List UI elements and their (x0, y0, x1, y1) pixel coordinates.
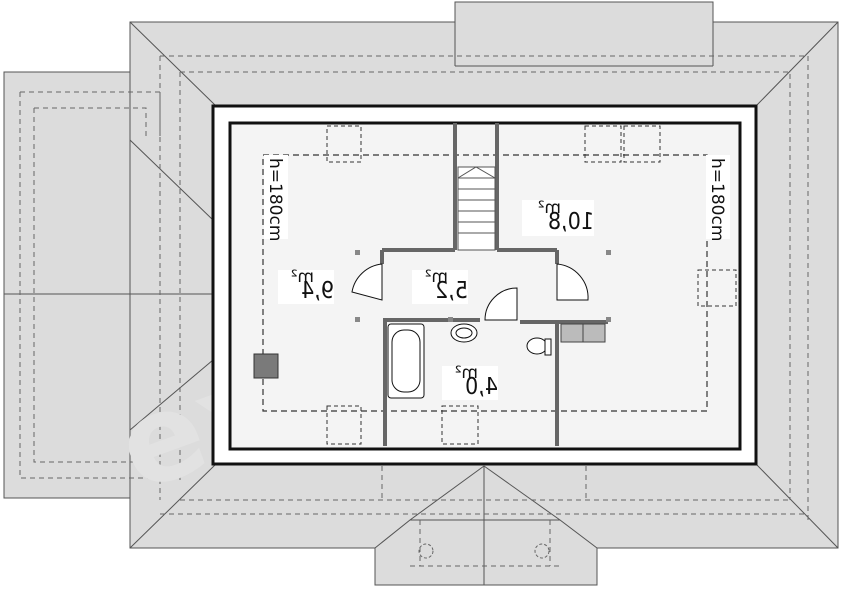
roof-windows (326, 125, 737, 445)
roof-window (326, 125, 362, 163)
bath-cabinet (560, 323, 606, 343)
doors (351, 263, 589, 321)
toilet (526, 337, 552, 356)
room-unit-left: m² (291, 267, 314, 287)
markers (355, 250, 611, 322)
door-bath (484, 287, 518, 321)
room-label-right: 10,8 m² (522, 198, 594, 236)
dormer-circles (418, 543, 550, 559)
room-area-bath: 4,0 (465, 374, 498, 400)
stairs (457, 166, 496, 251)
roof-window (441, 405, 479, 445)
room-label-bath: 4,0 m² (442, 363, 498, 400)
roof-window (584, 125, 622, 163)
headroom-outline (262, 154, 708, 412)
partitions (380, 123, 608, 446)
height-label-right: h=180cm (706, 155, 730, 241)
bathtub (387, 323, 425, 399)
room-area-right: 10,8 (548, 209, 594, 235)
height-text-left: h=180cm (265, 158, 285, 241)
dormer-circle-left (418, 543, 434, 559)
door-right (556, 263, 589, 301)
washbasin (450, 323, 478, 343)
roof-window (697, 269, 737, 307)
door-left (351, 263, 383, 301)
dormer-circle-right (534, 543, 550, 559)
roof-window (623, 125, 661, 163)
room-label-hall: 5,2 m² (412, 267, 468, 304)
room-area-hall: 5,2 (435, 278, 468, 304)
roof-window (326, 405, 362, 445)
height-label-left: h=180cm (264, 155, 288, 241)
room-label-left: 9,4 m² (278, 267, 334, 304)
room-unit-bath: m² (455, 363, 478, 383)
height-text-right: h=180cm (707, 158, 727, 241)
room-unit-hall: m² (425, 267, 448, 287)
chimney (253, 353, 279, 379)
room-unit-right: m² (538, 198, 561, 218)
room-area-left: 9,4 (301, 278, 334, 304)
eave-dashed-lines (19, 55, 809, 567)
roof-lines (4, 21, 839, 585)
